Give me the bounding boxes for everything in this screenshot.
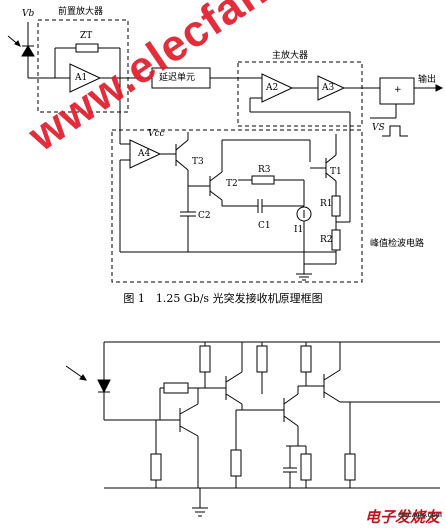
label-output: 输出 (418, 75, 437, 85)
capacitor-c2 (180, 186, 196, 252)
label-vb: Vb (22, 9, 35, 19)
label-r2: R2 (320, 235, 333, 245)
label-vcc: Vcc (148, 129, 165, 139)
watermark-brand-url: elec.ans.com (398, 512, 442, 519)
label-c2: C2 (198, 211, 211, 221)
label-a2: A2 (266, 83, 279, 93)
label-a1: A1 (75, 73, 88, 83)
resistor-r3 (238, 175, 304, 185)
ground-symbol-fig1 (296, 264, 312, 281)
label-vs: VS (372, 123, 385, 133)
amplifier-a3 (317, 75, 380, 101)
label-t2: T2 (226, 179, 238, 189)
capacitor-c1 (252, 199, 304, 213)
main-amp-box (237, 61, 363, 127)
label-c1: C1 (258, 221, 271, 231)
schematic-2 (65, 341, 440, 517)
label-r3: R3 (258, 165, 271, 175)
amplifier-a2 (261, 73, 318, 103)
amplifier-a1 (55, 63, 150, 93)
label-a3: A3 (322, 83, 335, 93)
preamp-box (37, 19, 129, 113)
label-t1: T1 (330, 167, 342, 177)
resistor-r1 (331, 195, 341, 230)
resistor-r2 (331, 229, 341, 264)
vs-pulse (370, 104, 408, 137)
label-a4: A4 (138, 149, 151, 159)
transistor-t1 (309, 134, 337, 196)
label-peak-detector: 峰值检波电路 (370, 239, 425, 249)
label-zt: ZT (80, 31, 93, 41)
peak-detector-box (111, 129, 363, 283)
summing-block (379, 77, 415, 105)
transistor-t3 (175, 132, 189, 186)
figure-caption: 图 1 1.25 Gb/s 光突发接收机原理框图 (123, 292, 323, 305)
zt-resistor (54, 43, 121, 78)
label-preamp: 前置放大器 (58, 7, 104, 17)
transistor-t2 (188, 139, 310, 207)
watermark-brand-cn: 电子发烧友 (364, 509, 440, 526)
photodiode-input (7, 22, 55, 79)
label-i1: I1 (294, 225, 304, 235)
label-t3: T3 (192, 157, 204, 167)
amplifier-a4 (119, 78, 176, 169)
label-r1: R1 (320, 199, 333, 209)
label-plus: + (394, 85, 402, 95)
current-source-i1 (296, 180, 312, 264)
label-delay-unit: 延迟单元 (159, 73, 196, 83)
label-main-amp: 主放大器 (272, 51, 309, 61)
